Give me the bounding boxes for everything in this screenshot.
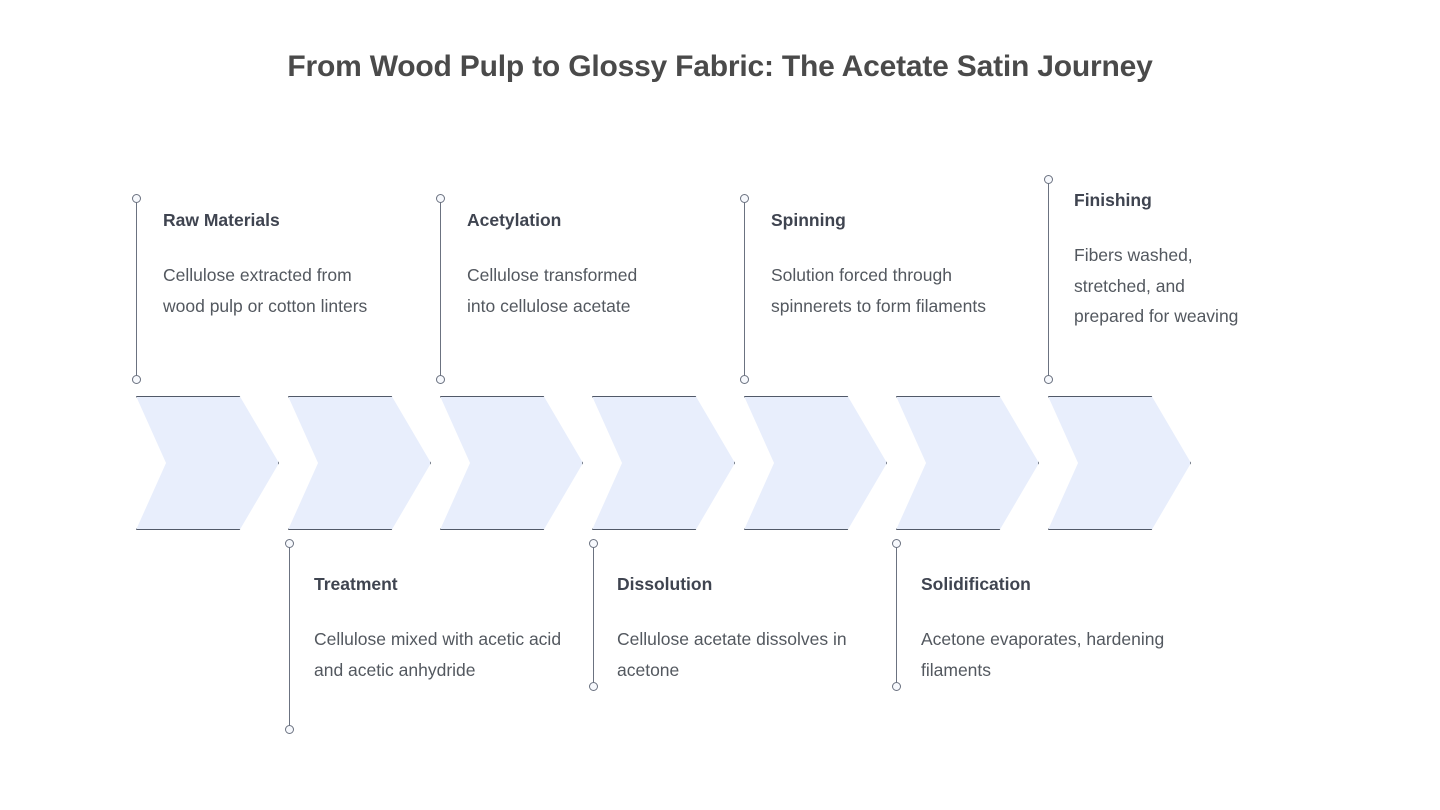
- connector-step-6: [892, 539, 901, 691]
- step-description: Cellulose mixed with acetic acid and ace…: [314, 628, 562, 680]
- connector-dot-top: [132, 194, 141, 203]
- connector-step-2: [285, 539, 294, 734]
- connector-dot-top: [1044, 175, 1053, 184]
- connector-dot-top: [892, 539, 901, 548]
- connector-stem: [440, 198, 442, 380]
- connector-stem: [593, 543, 595, 687]
- step-description: Solution forced through spinnerets to fo…: [771, 264, 986, 316]
- connector-step-7: [1044, 175, 1053, 384]
- chevron-step-7[interactable]: [1048, 396, 1191, 530]
- step-title: Acetylation: [467, 210, 562, 230]
- chevron-step-3[interactable]: [440, 396, 583, 530]
- connector-step-1: [132, 194, 141, 384]
- connector-dot-top: [740, 194, 749, 203]
- connector-stem: [744, 198, 746, 380]
- connector-dot-bottom: [892, 682, 901, 691]
- step-title: Finishing: [1074, 190, 1152, 210]
- connector-dot-top: [285, 539, 294, 548]
- connector-dot-bottom: [132, 375, 141, 384]
- step-title: Dissolution: [617, 574, 713, 594]
- step-description: Cellulose extracted from wood pulp or co…: [163, 264, 368, 316]
- connector-step-4: [589, 539, 598, 691]
- chevron-band: [0, 396, 1440, 536]
- step-title: Spinning: [771, 210, 846, 230]
- connector-dot-top: [436, 194, 445, 203]
- chevron-step-4[interactable]: [592, 396, 735, 530]
- step-title: Treatment: [314, 574, 398, 594]
- step-block-raw-materials: Raw Materials Cellulose extracted from w…: [163, 210, 388, 321]
- step-description: Fibers washed, stretched, and prepared f…: [1074, 244, 1239, 327]
- step-block-spinning: Spinning Solution forced through spinner…: [771, 210, 993, 321]
- connector-dot-top: [589, 539, 598, 548]
- step-block-solidification: Solidification Acetone evaporates, harde…: [921, 574, 1171, 685]
- connector-stem: [896, 543, 898, 687]
- connector-stem: [136, 198, 138, 380]
- chevron-step-2[interactable]: [288, 396, 431, 530]
- connector-dot-bottom: [589, 682, 598, 691]
- connector-stem: [289, 543, 291, 730]
- step-block-finishing: Finishing Fibers washed, stretched, and …: [1074, 190, 1254, 332]
- connector-dot-bottom: [285, 725, 294, 734]
- page-title: From Wood Pulp to Glossy Fabric: The Ace…: [287, 50, 1153, 83]
- connector-step-3: [436, 194, 445, 384]
- chevron-step-1[interactable]: [136, 396, 279, 530]
- connector-dot-bottom: [740, 375, 749, 384]
- connector-dot-bottom: [436, 375, 445, 384]
- step-title: Raw Materials: [163, 210, 280, 230]
- step-title: Solidification: [921, 574, 1031, 594]
- step-block-treatment: Treatment Cellulose mixed with acetic ac…: [314, 574, 564, 685]
- step-description: Cellulose acetate dissolves in acetone: [617, 628, 847, 680]
- chevron-step-6[interactable]: [896, 396, 1039, 530]
- chevron-step-5[interactable]: [744, 396, 887, 530]
- step-description: Acetone evaporates, hardening filaments: [921, 628, 1165, 680]
- connector-stem: [1048, 179, 1050, 380]
- step-description: Cellulose transformed into cellulose ace…: [467, 264, 638, 316]
- connector-step-5: [740, 194, 749, 384]
- connector-dot-bottom: [1044, 375, 1053, 384]
- step-block-dissolution: Dissolution Cellulose acetate dissolves …: [617, 574, 862, 685]
- step-block-acetylation: Acetylation Cellulose transformed into c…: [467, 210, 667, 321]
